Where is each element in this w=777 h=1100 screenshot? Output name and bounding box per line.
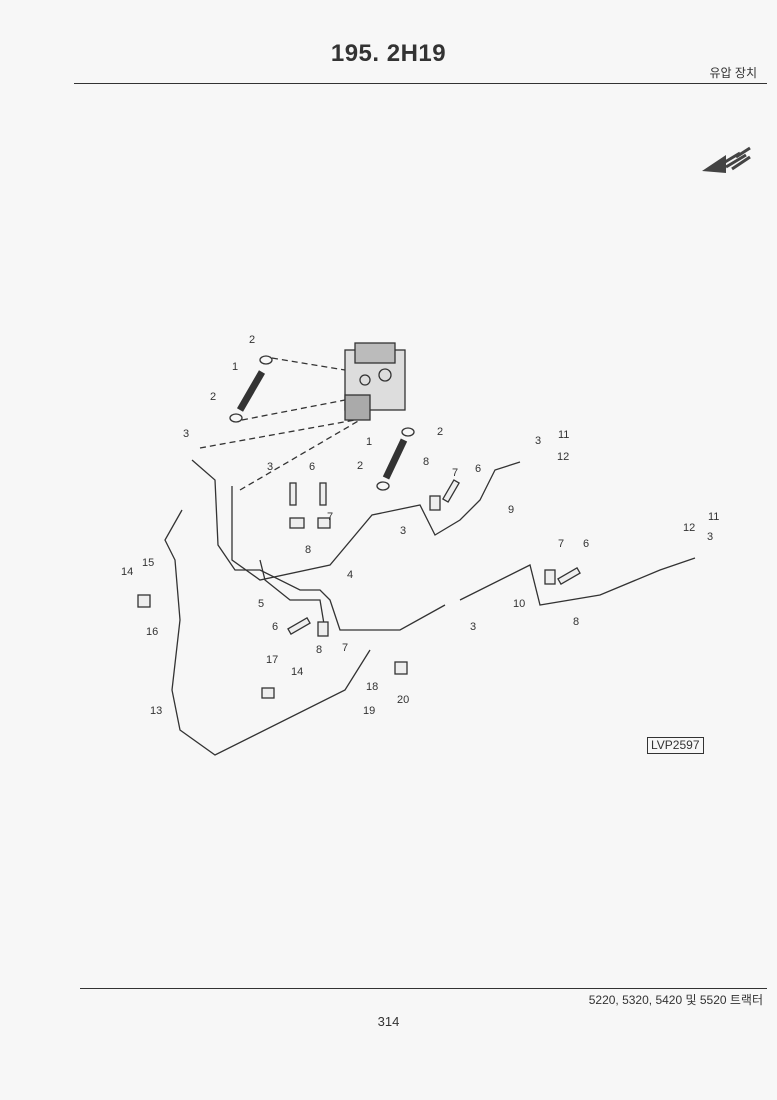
callout-number: 20 [397,694,409,706]
page-number: 314 [377,1014,400,1029]
callout-number: 16 [146,626,158,638]
callout-number: 6 [272,621,278,633]
callout-number: 7 [342,642,348,654]
callout-number: 3 [183,428,189,440]
callout-number: 3 [535,435,541,447]
direction-arrow-icon [702,146,751,173]
callout-number: 12 [683,522,695,534]
callout-number: 7 [558,538,564,550]
callout-number: 11 [558,429,569,441]
callout-number: 18 [366,681,378,693]
footer-divider [80,988,767,989]
header-divider [74,83,767,84]
callout-number: 3 [470,621,476,633]
section-label: 유압 장치 [709,66,758,80]
callout-number: 19 [363,705,375,717]
callout-number: 2 [357,460,363,472]
callout-number: 9 [508,504,514,516]
callout-number: 8 [423,456,429,468]
callout-number: 2 [210,391,216,403]
callout-number: 4 [347,569,353,581]
callout-number: 6 [309,461,315,473]
callout-number: 8 [573,616,579,628]
callout-number: 1 [232,361,238,373]
callout-number: 8 [316,644,322,656]
callout-number: 12 [557,451,569,463]
callout-number: 5 [258,598,264,610]
callout-number: 2 [437,426,443,438]
callout-number: 3 [400,525,406,537]
callout-number: 7 [327,511,333,523]
control-valve-assembly [344,342,406,421]
callout-number: 11 [708,511,719,523]
model-list: 5220, 5320, 5420 및 5520 트랙터 [588,993,763,1007]
callout-number: 14 [121,566,133,578]
callout-number: 1 [366,436,372,448]
callout-number: 17 [266,654,278,666]
page-title: 195. 2H19 [330,40,447,67]
callout-number: 6 [475,463,481,475]
callout-number: 10 [513,598,525,610]
callout-number: 2 [249,334,255,346]
callout-number: 15 [142,557,154,569]
callout-number: 13 [150,705,162,717]
reference-code: LVP2597 [647,737,704,754]
callout-number: 7 [452,467,458,479]
callout-number: 6 [583,538,589,550]
callout-number: 3 [707,531,713,543]
callout-number: 14 [291,666,303,678]
callout-number: 3 [267,461,273,473]
callout-number: 8 [305,544,311,556]
